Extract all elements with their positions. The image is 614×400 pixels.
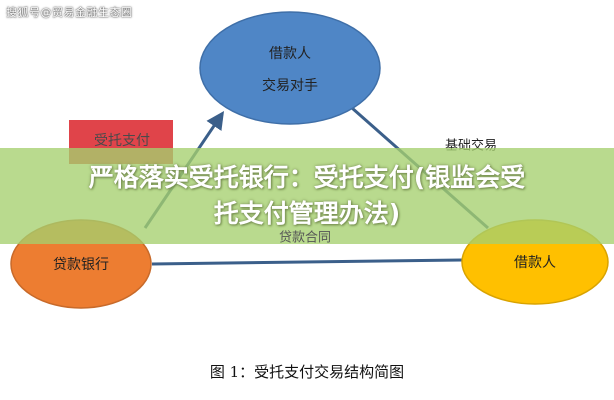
arrow-bank-to-borrower bbox=[151, 258, 463, 266]
overlay-band bbox=[0, 148, 614, 244]
overlay-title-line2: 托支付管理办法) bbox=[213, 199, 401, 228]
node-counterparty bbox=[199, 11, 381, 125]
node-counterparty-line2: 交易对手 bbox=[262, 78, 318, 94]
entrusted-payment-label: 受托支付 bbox=[94, 133, 150, 149]
node-counterparty-line1: 借款人 bbox=[269, 46, 311, 62]
node-borrower-label: 借款人 bbox=[514, 255, 556, 271]
overlay-title: 严格落实受托银行：受托支付(银监会受 托支付管理办法) bbox=[0, 160, 614, 232]
node-lending-bank-label: 贷款银行 bbox=[53, 257, 109, 273]
watermark: 搜狐号@贸易金融生态圈 bbox=[6, 6, 133, 19]
figure-caption: 图 1：受托支付交易结构简图 bbox=[209, 363, 405, 381]
edge-label-loan-contract: 贷款合同 bbox=[278, 230, 332, 246]
overlay-title-line1: 严格落实受托银行：受托支付(银监会受 bbox=[88, 163, 526, 192]
